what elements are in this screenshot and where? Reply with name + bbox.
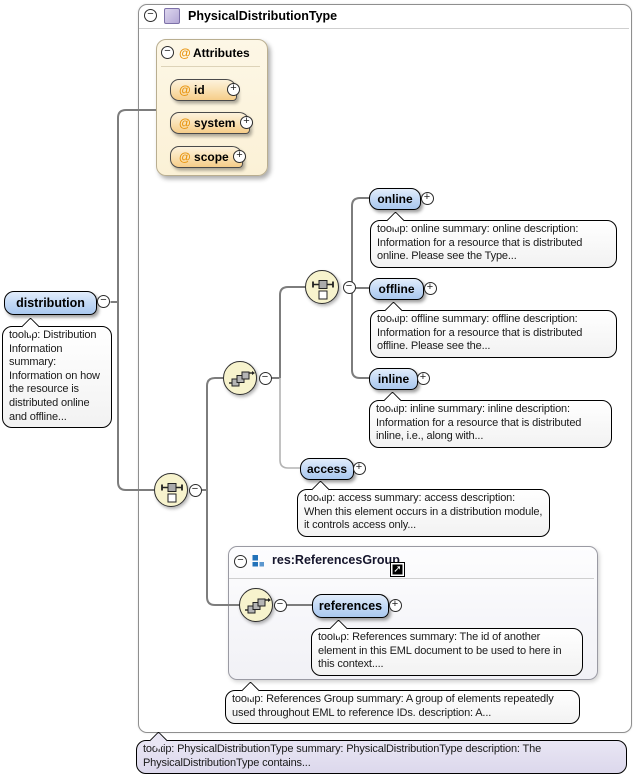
at-icon: @: [179, 46, 191, 60]
tooltip-access: tooltip: access summary: access descript…: [297, 480, 550, 537]
element-offline[interactable]: offline: [369, 278, 424, 300]
references-group-separator: [229, 578, 594, 579]
element-references[interactable]: references: [312, 594, 389, 618]
collapse-toggle-choice[interactable]: −: [188, 483, 202, 497]
group-icon: [252, 555, 264, 567]
collapse-toggle-attributes[interactable]: −: [161, 46, 174, 59]
sequence-icon: [239, 588, 273, 622]
attribute-label: id: [194, 83, 205, 97]
at-icon: @: [179, 150, 191, 164]
expand-toggle-id[interactable]: +: [227, 83, 240, 96]
collapse-toggle-type[interactable]: −: [144, 9, 157, 22]
element-online[interactable]: online: [369, 188, 421, 210]
collapse-toggle-references-group[interactable]: −: [234, 555, 247, 568]
type-header-separator: [139, 28, 629, 29]
choice-icon: [154, 473, 188, 507]
tooltip-references: tooltip: References summary: The id of a…: [311, 619, 583, 676]
element-access[interactable]: access: [300, 458, 354, 480]
expand-toggle-references[interactable]: +: [388, 598, 402, 612]
at-icon: @: [179, 83, 191, 97]
attributes-title: Attributes: [193, 46, 250, 60]
collapse-toggle-references-sequence[interactable]: −: [273, 598, 287, 612]
sequence-icon: [223, 361, 257, 395]
expand-toggle-scope[interactable]: +: [233, 150, 246, 163]
choice-icon: [305, 270, 339, 304]
tooltip-distribution: tooltip: Distribution Information summar…: [2, 317, 112, 429]
expand-toggle-online[interactable]: +: [420, 191, 434, 205]
element-distribution[interactable]: distribution: [4, 291, 97, 315]
attribute-label: scope: [194, 150, 229, 164]
tooltip-inline: tooltip: inline summary: inline descript…: [369, 391, 612, 448]
tooltip-online: tooltip: online summary: online descript…: [370, 211, 617, 268]
references-group-title: res:ReferencesGroup: [272, 553, 400, 567]
attribute-label: system: [194, 116, 236, 130]
attributes-separator: [161, 66, 260, 67]
element-inline[interactable]: inline: [369, 368, 418, 390]
expand-toggle-system[interactable]: +: [240, 116, 253, 129]
attribute-scope[interactable]: @ scope: [170, 146, 243, 168]
at-icon: @: [179, 116, 191, 130]
complex-type-icon: [164, 8, 180, 24]
collapse-toggle-distribution[interactable]: −: [97, 295, 110, 308]
expand-toggle-inline[interactable]: +: [416, 371, 430, 385]
attribute-system[interactable]: @ system: [170, 112, 250, 134]
tooltip-offline: tooltip: offline summary: offline descri…: [370, 301, 617, 358]
go-to-definition-icon[interactable]: ➚: [390, 562, 405, 577]
collapse-toggle-choice-online[interactable]: −: [342, 280, 356, 294]
expand-toggle-access[interactable]: +: [352, 461, 366, 475]
tooltip-references-group: tooltip: References Group summary: A gro…: [225, 681, 580, 725]
tooltip-type: tooltip: PhysicalDistributionType summar…: [136, 731, 627, 775]
collapse-toggle-sequence[interactable]: −: [258, 371, 272, 385]
expand-toggle-offline[interactable]: +: [423, 281, 437, 295]
type-title: PhysicalDistributionType: [188, 9, 338, 23]
